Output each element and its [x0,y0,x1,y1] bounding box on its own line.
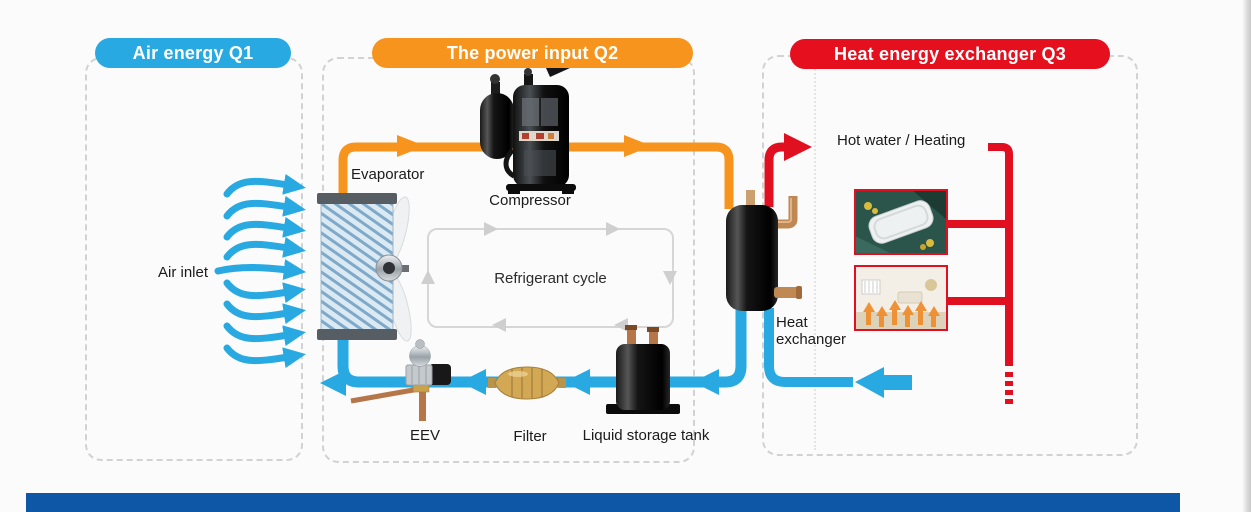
eev-label: EEV [409,427,440,444]
heat-energy-exchanger-pill-label: Heat energy exchanger Q3 [834,43,1066,64]
power-input-pill-label: The power input Q2 [446,42,619,63]
refrigerant-cycle-box: Refrigerant cycle [427,228,674,328]
crease-line [814,58,816,450]
hot-water-heating-label: Hot water / Heating [837,132,966,149]
filter-label: Filter [513,428,547,445]
evaporator-label: Evaporator [351,166,425,183]
liquid-storage-tank-label: Liquid storage tank [582,427,710,444]
heat-energy-exchanger-pill: Heat energy exchanger Q3 [790,39,1110,69]
heat-exchanger-section-box [762,55,1138,456]
compressor-label: Compressor [489,192,571,209]
power-input-pill: The power input Q2 [372,38,693,68]
air-inlet-label: Air inlet [158,264,209,281]
page-edge [1242,0,1251,512]
air-energy-pill: Air energy Q1 [95,38,291,68]
refrigerant-cycle-label: Refrigerant cycle [494,269,607,287]
air-energy-pill-label: Air energy Q1 [132,42,254,63]
air-energy-section-box [85,57,303,461]
footer-bar [26,493,1180,512]
heat-exchanger-label: Heat exchanger [776,314,847,348]
